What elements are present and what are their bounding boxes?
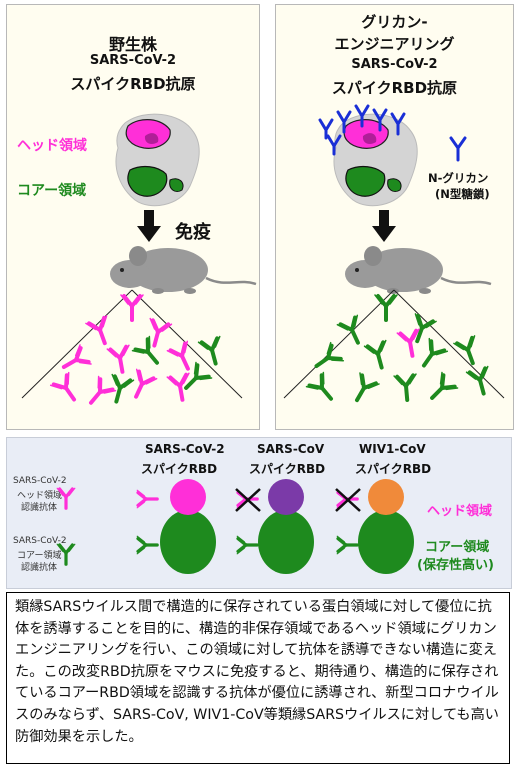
col3-name: WIV1-CoV [359,442,426,456]
left-title-line3: スパイクRBD抗原 [70,75,196,93]
description-box: 類縁SARSウイルス間で構造的に保存されている蛋白領域に対して優位に抗体を誘導す… [6,592,510,764]
left-title-line2: SARS-CoV-2 [89,53,177,68]
col1-name: SARS-CoV-2 [145,442,225,456]
col3-rbd-icon [358,479,414,574]
core-antibody-label-1: SARS-CoV-2 [13,536,67,546]
immunize-label: 免疫 [175,222,211,243]
left-down-arrow-icon [137,210,161,242]
col1-rbd-icon [160,479,216,574]
core-antibody-label-3: 認識抗体 [21,563,58,573]
col1-subtitle: スパイクRBD [141,462,218,476]
left-rbd-protein-icon [115,113,200,207]
description-text: 類縁SARSウイルス間で構造的に保存されている蛋白領域に対して優位に抗体を誘導す… [15,599,499,745]
col3-subtitle: スパイクRBD [355,462,432,476]
right-down-arrow-icon [372,210,396,242]
col2-rbd-icon [258,479,314,574]
glycan-icon [449,136,467,162]
right-rbd-protein-icon [318,104,418,207]
head-antibody-legend-icon [55,486,77,510]
col2-name: SARS-CoV [257,442,325,456]
right-antibody-cone [283,289,505,408]
left-title-line1: 野生株 [108,35,157,54]
left-head-region-label: ヘッド領域 [17,138,87,154]
col3-cross-icon [335,488,361,512]
left-core-region-label: コアー領域 [17,183,87,199]
right-title-line4: スパイクRBD抗原 [331,79,458,97]
cross-reactivity-panel: SARS-CoV-2 スパイクRBD SARS-CoV スパイクRBD WIV1… [6,437,512,589]
core-antibody-label-2: コアー領域 [17,551,62,561]
bottom-diagram-graphics [55,479,414,574]
right-title-line2: エンジニアリング [334,35,455,53]
col2-cross-icon [235,488,261,512]
wild-type-panel: 野生株 SARS-CoV-2 スパイクRBD抗原 ヘッド領域 コアー領域 免疫 [6,4,260,430]
right-title-line1: グリカン- [361,13,428,31]
col2-subtitle: スパイクRBD [249,462,326,476]
bottom-core-region-label: コアー領域 [425,540,490,555]
glycan-engineered-panel: グリカン- エンジニアリング SARS-CoV-2 スパイクRBD抗原 N-グリ… [275,4,514,430]
head-antibody-label-3: 認識抗体 [21,503,58,513]
head-antibody-label-1: SARS-CoV-2 [13,476,67,486]
left-antibody-cone [21,289,243,412]
bottom-core-region-note: (保存性高い) [417,558,494,573]
core-antibody-legend-icon [55,542,77,566]
glycan-label-line2: (N型糖鎖) [435,187,490,201]
bottom-head-region-label: ヘッド領域 [427,504,493,519]
glycan-label-line1: N-グリカン [428,171,489,185]
head-antibody-label-2: ヘッド領域 [17,491,63,501]
right-title-line3: SARS-CoV-2 [351,57,438,72]
